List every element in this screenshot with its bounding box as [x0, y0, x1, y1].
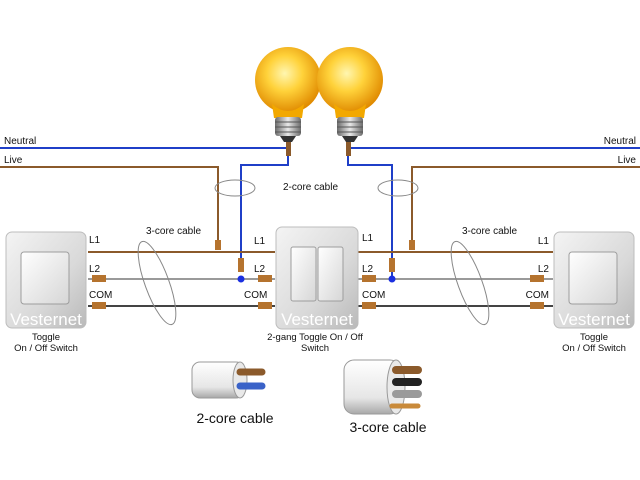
switch-center-caption-1: 2-gang Toggle On / Off [267, 332, 363, 343]
switch-left-caption-2: On / Off Switch [14, 343, 78, 354]
live-wire-right [411, 166, 640, 246]
neutral-wire-left [0, 147, 289, 160]
legend-3core-label: 3-core cable [349, 419, 426, 435]
cable-2core-illustration [191, 361, 279, 399]
switch-center-l2-left-label: L2 [254, 264, 266, 275]
switch-right-caption-1: Toggle [580, 332, 608, 343]
neutral-label-left: Neutral [4, 136, 36, 147]
live-label-right: Live [618, 155, 637, 166]
cable-3core-label-right: 3-core cable [462, 226, 517, 237]
cable-2core-label: 2-core cable [283, 182, 338, 193]
light-bulb-left [255, 47, 321, 156]
live-wire-left [0, 166, 219, 246]
switch-right-l1-label: L1 [538, 236, 550, 247]
switch-right-brand: Vesternet [558, 310, 630, 329]
switch-left-l2-label: L2 [89, 264, 101, 275]
live-label-left: Live [4, 155, 23, 166]
cable-2core-ellipse-right [377, 179, 419, 197]
bulb-right-feed [347, 160, 393, 278]
switch-left-com-label: COM [89, 290, 112, 301]
bulb-left-feed [240, 160, 289, 268]
switch-center-l1-left-label: L1 [254, 236, 266, 247]
switch-right-caption-2: On / Off Switch [562, 343, 626, 354]
switch-left-l1-label: L1 [89, 235, 101, 246]
switch-center-com-left-label: COM [244, 290, 267, 301]
neutral-label-right: Neutral [604, 136, 636, 147]
legend-2core-label: 2-core cable [196, 410, 273, 426]
cable-2core-ellipse-left [214, 179, 256, 197]
switch-right-com-label: COM [526, 290, 549, 301]
terminals [92, 240, 544, 309]
switch-left: Vesternet [5, 231, 87, 329]
switch-center-caption-2: Switch [301, 343, 329, 354]
junction-dot-right [388, 275, 396, 283]
cable-3core-ellipse-left [137, 240, 177, 326]
cable-3core-ellipse-right [450, 240, 490, 326]
switch-center-brand: Vesternet [281, 310, 353, 329]
switch-center: Vesternet [275, 226, 359, 330]
switch-center-l2-right-label: L2 [362, 264, 374, 275]
junction-dot-left [237, 275, 245, 283]
cable-3core-label-left: 3-core cable [146, 226, 201, 237]
switch-center-l1-right-label: L1 [362, 233, 374, 244]
switch-left-caption-1: Toggle [32, 332, 60, 343]
light-bulb-right [317, 47, 383, 156]
switch-center-com-right-label: COM [362, 290, 385, 301]
switch-right: Vesternet [553, 231, 635, 329]
neutral-wire-right [347, 147, 640, 160]
switch-left-brand: Vesternet [10, 310, 82, 329]
switch-right-l2-label: L2 [538, 264, 550, 275]
cable-3core-illustration [343, 359, 435, 415]
